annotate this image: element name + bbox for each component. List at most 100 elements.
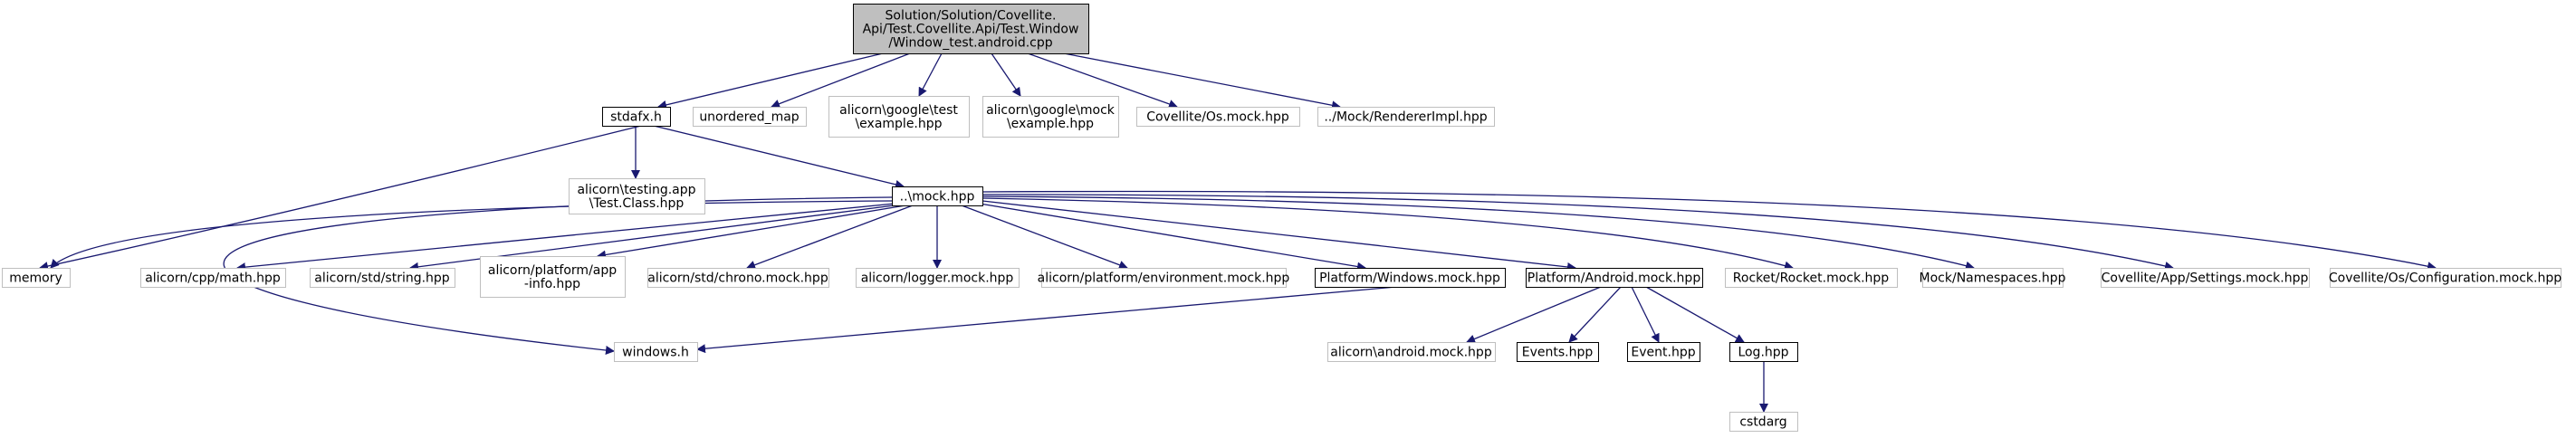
node-logger: alicorn/logger.mock.hpp xyxy=(856,268,1020,288)
node-label: -info.hpp xyxy=(524,277,580,291)
edge-mock-to-environment xyxy=(961,205,1128,270)
edge-mock-to-app_info xyxy=(597,205,906,260)
edge-android_mock-to-events xyxy=(1568,286,1622,343)
node-box xyxy=(1317,107,1495,127)
node-box xyxy=(2101,268,2310,288)
edge-root-to-stdafx xyxy=(657,52,884,110)
node-log[interactable]: Log.hpp xyxy=(1729,341,1799,363)
node-box xyxy=(601,106,672,128)
node-label: Covellite/Os/Configuration.mock.hpp xyxy=(2329,271,2562,286)
edges-layer xyxy=(39,52,2437,413)
node-box xyxy=(1516,341,1600,363)
node-label: Platform/Windows.mock.hpp xyxy=(1319,271,1500,286)
edge-mock-to-chrono xyxy=(746,205,914,270)
node-label: windows.h xyxy=(622,346,689,360)
edge-win_mock-to-windows_h xyxy=(696,286,1397,354)
node-root[interactable]: Solution/Solution/Covellite.Api/Test.Cov… xyxy=(852,3,1090,55)
node-android_mock[interactable]: Platform/Android.mock.hpp xyxy=(1525,267,1704,289)
edge-mock-to-rocket xyxy=(982,197,1794,271)
node-os_mock: Covellite/Os.mock.hpp xyxy=(1136,107,1300,127)
node-windows_h: windows.h xyxy=(614,342,698,362)
node-box xyxy=(852,3,1090,55)
edge-stdafx-to-mock xyxy=(653,125,905,189)
edge-stdafx-to-memory xyxy=(39,125,642,271)
edge-root-to-unordered_map xyxy=(771,52,911,109)
node-label: Event.hpp xyxy=(1631,346,1695,360)
node-memory: memory xyxy=(2,268,71,288)
node-label: ..\mock.hpp xyxy=(900,190,975,205)
node-label: alicorn/std/chrono.mock.hpp xyxy=(647,271,828,286)
node-box xyxy=(569,178,705,214)
edge-android_mock-to-log xyxy=(1645,286,1745,343)
node-rocket: Rocket/Rocket.mock.hpp xyxy=(1725,268,1898,288)
node-label: alicorn\google\mock xyxy=(986,103,1116,118)
node-testing_app: alicorn\testing.app\Test.Class.hpp xyxy=(569,178,705,214)
node-label: \example.hpp xyxy=(855,117,942,131)
edge-mock-to-namespaces xyxy=(982,195,1975,271)
node-label: alicorn/logger.mock.hpp xyxy=(861,271,1014,286)
node-box xyxy=(1729,341,1799,363)
node-label: Platform/Android.mock.hpp xyxy=(1527,271,1701,286)
node-label: alicorn/cpp/math.hpp xyxy=(145,271,281,286)
edge-root-to-renderer_impl xyxy=(1063,52,1341,110)
node-label: unordered_map xyxy=(699,110,799,125)
node-event[interactable]: Event.hpp xyxy=(1626,341,1701,363)
node-mock[interactable]: ..\mock.hpp xyxy=(891,186,984,207)
node-box xyxy=(614,342,698,362)
node-box xyxy=(891,186,984,207)
node-string: alicorn/std/string.hpp xyxy=(310,268,455,288)
node-box xyxy=(1136,107,1300,127)
nodes-layer: Solution/Solution/Covellite.Api/Test.Cov… xyxy=(2,3,2562,432)
node-cstdarg: cstdarg xyxy=(1729,412,1798,432)
node-box xyxy=(1041,268,1287,288)
node-label: Covellite/App/Settings.mock.hpp xyxy=(2102,271,2309,286)
node-box xyxy=(2330,268,2562,288)
node-configuration: Covellite/Os/Configuration.mock.hpp xyxy=(2329,268,2562,288)
node-box xyxy=(1314,267,1507,289)
node-gmock_example: alicorn\google\mock\example.hpp xyxy=(982,96,1119,138)
node-math: alicorn/cpp/math.hpp xyxy=(140,268,286,288)
node-box xyxy=(310,268,455,288)
node-label: ../Mock/RendererImpl.hpp xyxy=(1324,110,1487,125)
node-label: alicorn/platform/environment.mock.hpp xyxy=(1038,271,1290,286)
node-environment: alicorn/platform/environment.mock.hpp xyxy=(1038,268,1290,288)
node-box xyxy=(693,107,807,127)
edge-root-to-gtest_example xyxy=(918,52,943,97)
node-label: alicorn\testing.app xyxy=(577,183,695,197)
node-label: stdafx.h xyxy=(610,110,662,125)
node-box xyxy=(1327,342,1496,362)
node-label: Log.hpp xyxy=(1738,346,1788,360)
node-box xyxy=(480,256,626,298)
node-label: alicorn/std/string.hpp xyxy=(314,271,450,286)
node-stdafx[interactable]: stdafx.h xyxy=(601,106,672,128)
node-box xyxy=(2,268,71,288)
node-box xyxy=(856,268,1020,288)
node-chrono: alicorn/std/chrono.mock.hpp xyxy=(647,268,829,288)
node-box xyxy=(828,96,970,138)
node-label: Api/Test.Covellite.Api/Test.Window xyxy=(863,23,1079,37)
node-label: Covellite/Os.mock.hpp xyxy=(1146,110,1289,125)
edge-mock-to-configuration xyxy=(982,190,2437,271)
node-box xyxy=(1725,268,1898,288)
node-box xyxy=(647,268,829,288)
edge-android_mock-to-event xyxy=(1631,286,1660,343)
node-label: Events.hpp xyxy=(1522,346,1594,360)
node-settings: Covellite/App/Settings.mock.hpp xyxy=(2101,268,2310,288)
node-win_mock[interactable]: Platform/Windows.mock.hpp xyxy=(1314,267,1507,289)
node-gtest_example: alicorn\google\test\example.hpp xyxy=(828,96,970,138)
edge-mock-to-settings xyxy=(982,194,2174,271)
edge-mock-to-memory xyxy=(50,200,893,269)
node-box xyxy=(1626,341,1701,363)
node-label: alicorn\google\test xyxy=(839,103,958,118)
node-label: cstdarg xyxy=(1739,415,1786,430)
node-label: memory xyxy=(9,271,62,286)
node-events[interactable]: Events.hpp xyxy=(1516,341,1600,363)
node-namespaces: Mock/Namespaces.hpp xyxy=(1920,268,2066,288)
node-box xyxy=(1922,268,2064,288)
edge-mock-to-android_mock xyxy=(982,200,1576,271)
edge-mock-to-win_mock xyxy=(979,203,1366,271)
edge-android_mock-to-alicorn_android xyxy=(1466,286,1602,344)
node-box xyxy=(982,96,1119,138)
edge-root-to-gmock_example xyxy=(991,52,1021,97)
